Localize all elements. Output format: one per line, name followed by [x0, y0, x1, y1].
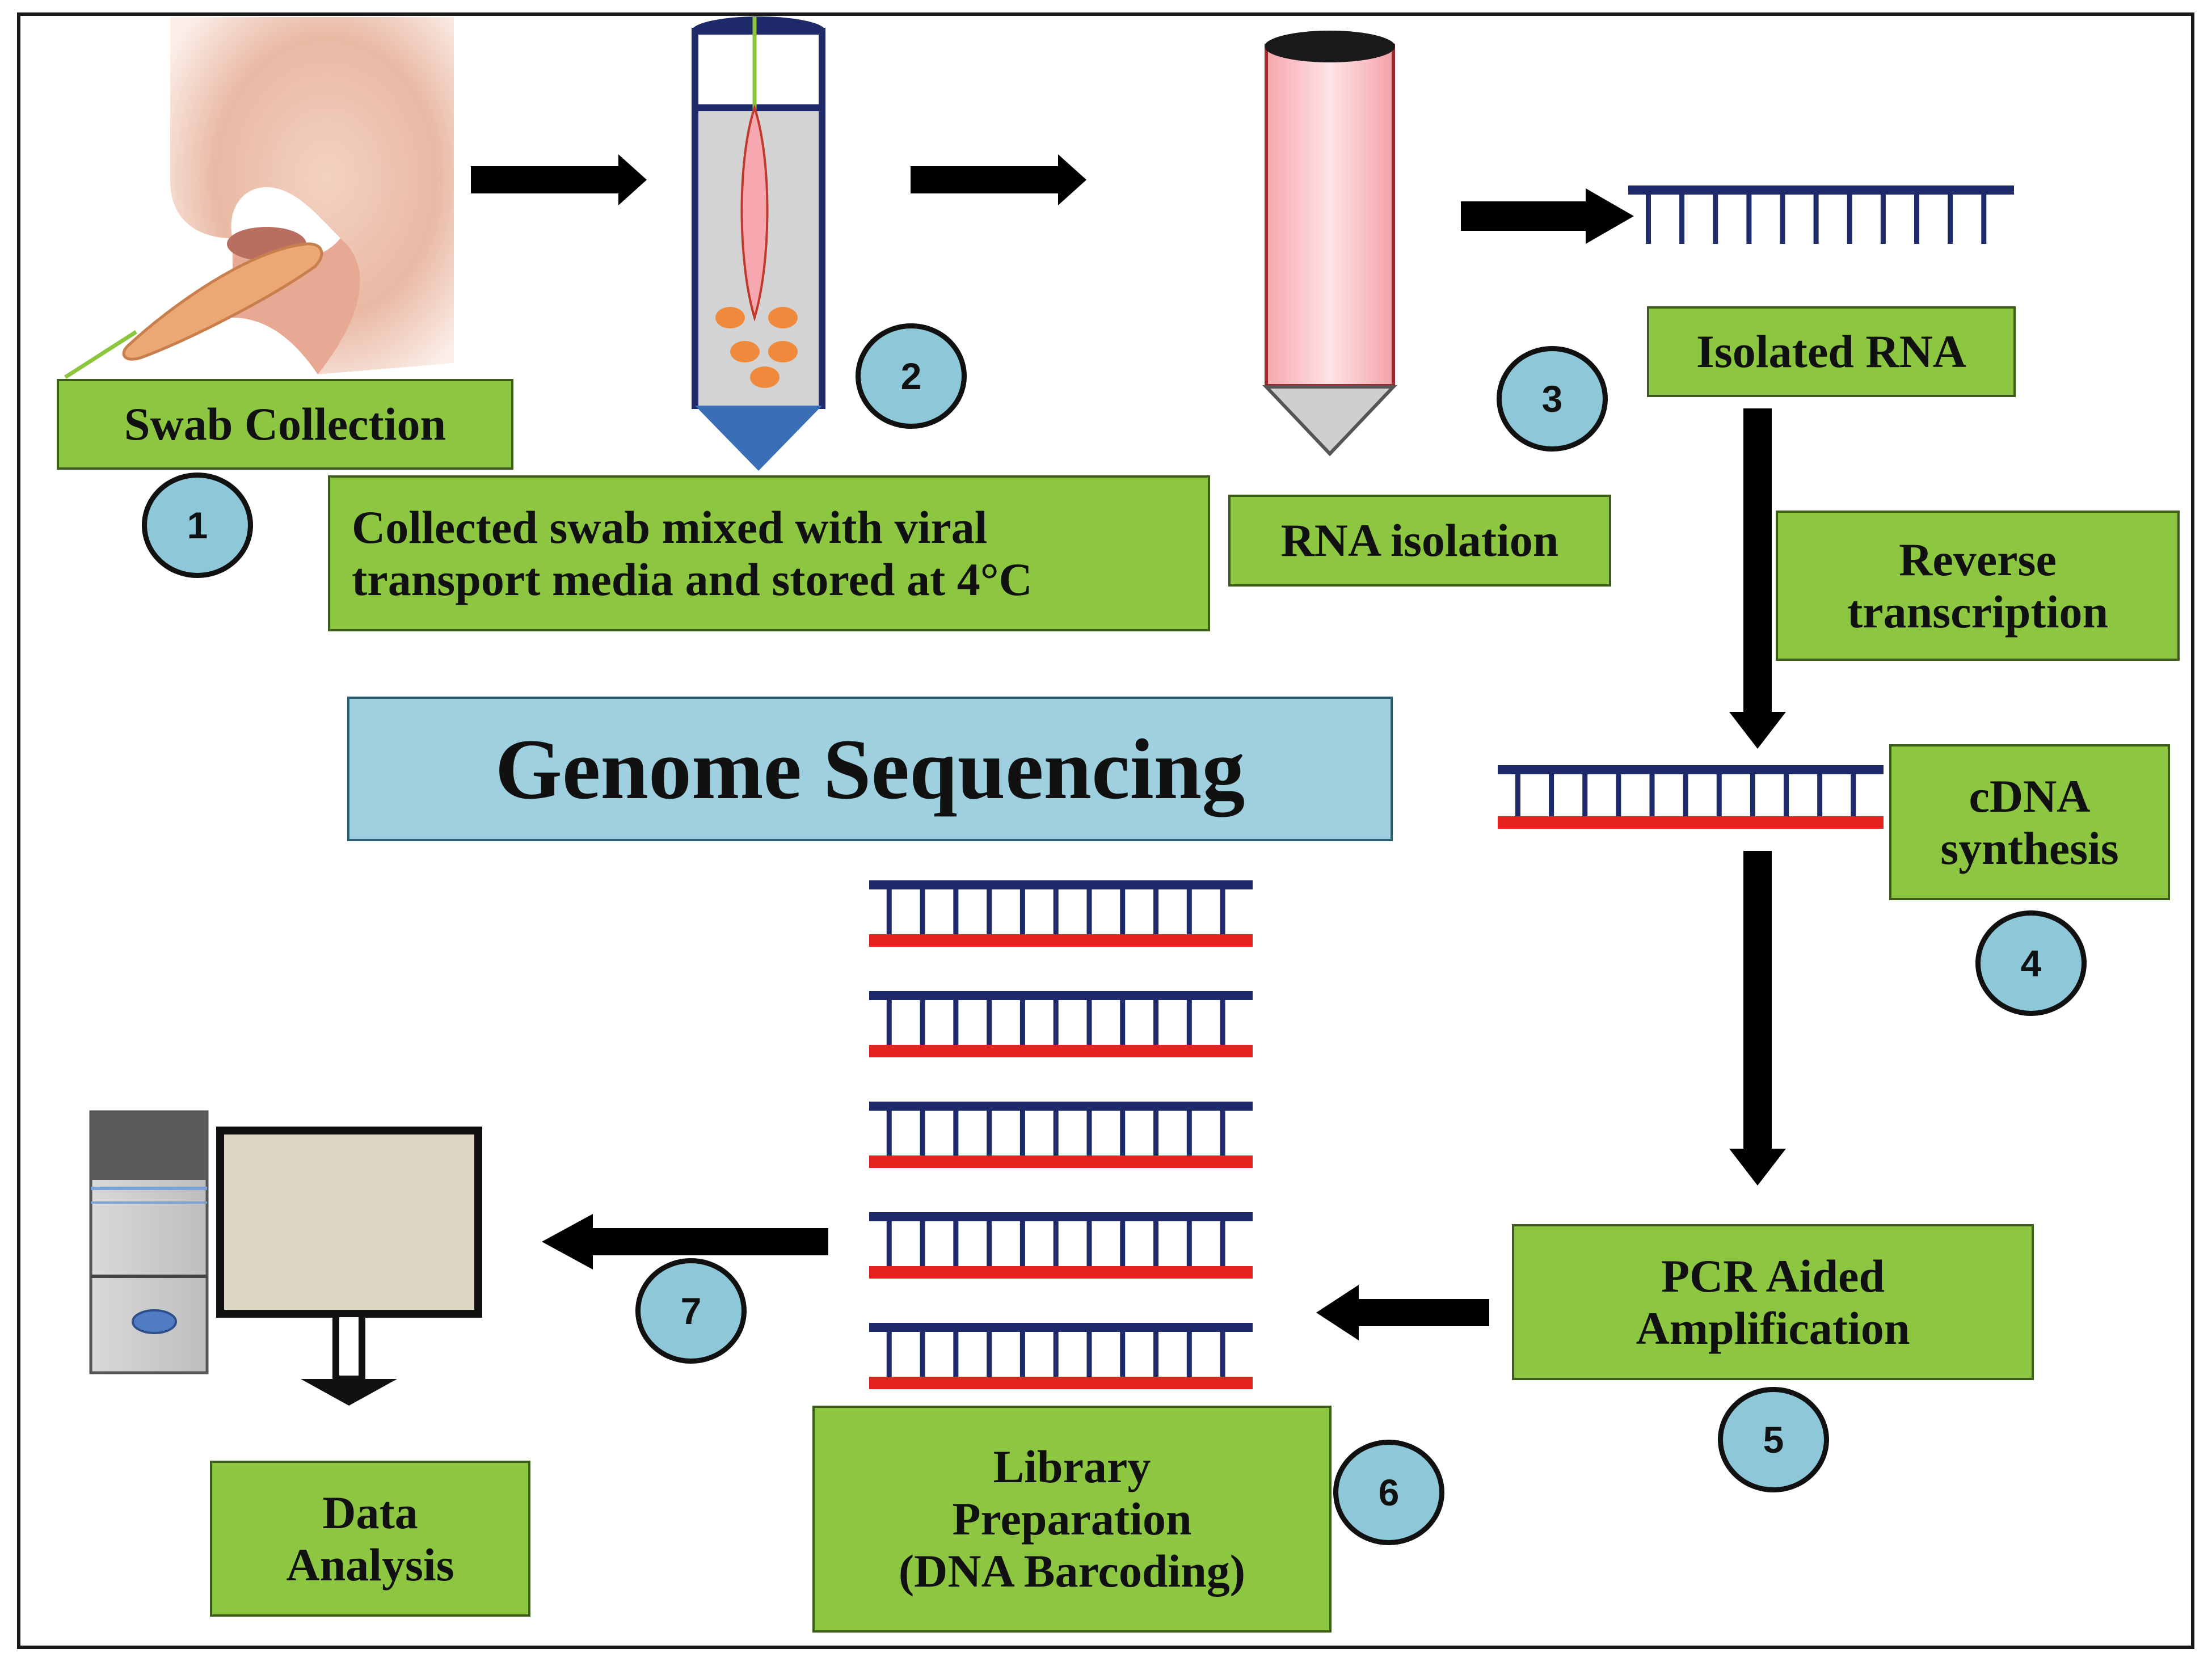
library-preparation-line-3: (DNA Barcoding) [898, 1545, 1246, 1597]
arrow-right-1 [471, 154, 647, 205]
data-analysis-line-2: Analysis [286, 1538, 454, 1591]
pcr-amplification-text: PCR Aided Amplification [1636, 1250, 1910, 1355]
data-analysis-line-1: Data [322, 1486, 418, 1538]
step-number-6: 6 [1333, 1440, 1444, 1545]
rna-isolation-label: RNA isolation [1228, 495, 1611, 587]
transport-media-line-1: Collected swab mixed with viral [352, 501, 988, 553]
dna-library-icon [869, 880, 1253, 1389]
reverse-transcription-text: Reverse transcription [1847, 534, 2108, 638]
figure-frame [17, 12, 2194, 1649]
pcr-amplification-label: PCR Aided Amplification [1512, 1224, 2034, 1380]
arrow-left-1 [1316, 1285, 1489, 1340]
step-number-3: 3 [1497, 346, 1608, 452]
library-preparation-line-1: Library [993, 1441, 1151, 1493]
transport-media-line-2: transport media and stored at 4°C [352, 553, 1033, 605]
swab-collection-label: Swab Collection [57, 379, 513, 470]
rna-isolation-text: RNA isolation [1280, 514, 1559, 567]
transport-media-text: Collected swab mixed with viral transpor… [352, 501, 1033, 606]
data-analysis-label: Data Analysis [210, 1461, 530, 1617]
arrow-down-1 [1729, 408, 1786, 749]
step-number-4: 4 [1975, 910, 2087, 1016]
cdna-strand-icon [1498, 765, 1884, 829]
diagram-title-box: Genome Sequencing [347, 697, 1393, 841]
diagram-title: Genome Sequencing [495, 721, 1245, 817]
cdna-synthesis-line-2: synthesis [1940, 822, 2119, 874]
rna-strand-icon [1628, 185, 2014, 244]
transport-tube-icon [692, 16, 825, 471]
transport-media-label: Collected swab mixed with viral transpor… [328, 475, 1210, 631]
step-number-1: 1 [142, 473, 253, 578]
library-preparation-line-2: Preparation [952, 1493, 1192, 1545]
cdna-synthesis-text: cDNA synthesis [1940, 770, 2118, 875]
pcr-amplification-line-2: Amplification [1636, 1302, 1910, 1354]
pcr-amplification-line-1: PCR Aided [1661, 1250, 1885, 1302]
reverse-transcription-label: Reverse transcription [1776, 511, 2180, 661]
computer-icon [89, 1110, 482, 1406]
nose-swab-icon [64, 17, 454, 379]
arrow-down-2 [1729, 851, 1786, 1186]
arrow-right-2 [911, 154, 1086, 205]
isolation-tube-icon [1262, 31, 1397, 457]
cdna-synthesis-label: cDNA synthesis [1889, 744, 2170, 900]
reverse-transcription-line-2: transcription [1847, 585, 2109, 638]
library-preparation-text: Library Preparation (DNA Barcoding) [899, 1441, 1245, 1597]
step-number-5: 5 [1718, 1387, 1829, 1492]
data-analysis-text: Data Analysis [286, 1487, 454, 1591]
cdna-synthesis-line-1: cDNA [1969, 770, 2091, 822]
isolated-rna-label: Isolated RNA [1647, 306, 2016, 397]
arrow-left-2 [542, 1214, 828, 1269]
swab-collection-text: Swab Collection [124, 398, 446, 450]
reverse-transcription-line-1: Reverse [1899, 533, 2057, 585]
step-number-2: 2 [856, 323, 967, 429]
step-number-7: 7 [635, 1258, 747, 1364]
library-preparation-label: Library Preparation (DNA Barcoding) [812, 1406, 1332, 1633]
arrow-right-3 [1461, 188, 1634, 244]
isolated-rna-text: Isolated RNA [1696, 326, 1967, 378]
